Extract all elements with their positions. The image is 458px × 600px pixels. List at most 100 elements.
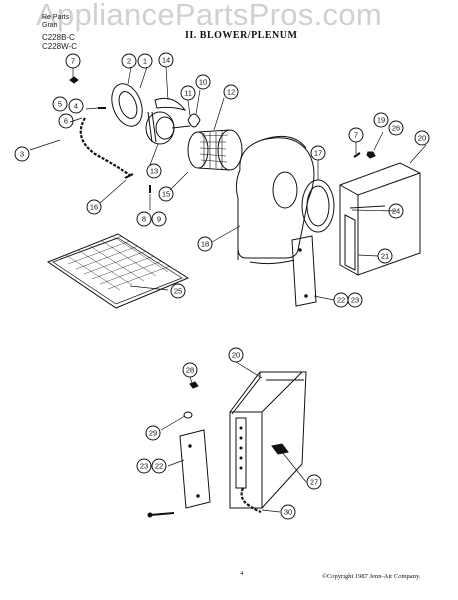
leader-lines [29,66,427,513]
callout-bubble [228,347,244,363]
power-cord-part [79,117,132,177]
callout-bubble [68,98,84,114]
callout-number: 25 [174,287,182,296]
callout-bubble [348,127,364,143]
callout-bubble [146,163,162,179]
callout-bubble [223,84,239,100]
copyright-notice: ©Copyright 1987 Jenn-Air Company. [322,573,421,580]
callout-number: 2 [127,57,131,66]
callout-bubble [195,74,211,90]
screw-part [353,152,361,158]
callout-number: 10 [199,78,207,87]
callout-bubble [86,199,102,215]
callout-number: 15 [162,190,170,199]
callout-number: 20 [232,351,240,360]
inlet-ring-part [111,83,143,127]
callout-number: 9 [157,215,161,224]
callout-bubble [158,186,174,202]
callout-number: 26 [392,124,400,133]
cover-plate-part [179,429,211,509]
callout-number: 22 [155,462,163,471]
header-line: Re Parts [42,14,70,21]
blower-wheel-part [187,129,243,171]
washer-part [183,411,193,419]
callout-number: 14 [162,56,170,65]
screw-part [149,512,175,516]
callout-number: 8 [142,215,146,224]
callout-number: 29 [149,429,157,438]
callout-number: 18 [201,240,209,249]
callout-number: 27 [310,478,318,487]
callout-bubble [137,53,153,69]
cover-plate-part [291,235,317,307]
callout-bubble [377,248,393,264]
callout-number: 23 [351,296,359,305]
callout-bubble [151,458,167,474]
callout-number: 7 [71,57,75,66]
callout-number: 23 [140,462,148,471]
nut-part [366,151,376,159]
callout-bubble [388,120,404,136]
callout-bubble [145,425,161,441]
callout-bubble [65,53,81,69]
callout-bubble [170,283,186,299]
screw-part [69,76,79,84]
blower-housing-part [235,135,315,265]
callout-number: 24 [392,207,400,216]
callout-number: 11 [184,89,192,98]
callout-bubble [180,85,196,101]
callout-number: 22 [337,296,345,305]
callout-bubble [14,146,30,162]
callout-bubble [182,362,198,378]
header-line: Gran [42,22,58,29]
callout-numbers: 7 2 1 14 10 11 12 5 4 6 3 13 16 15 8 9 7… [20,56,426,517]
callout-number: 19 [377,116,385,125]
callout-number: 5 [58,100,62,109]
plenum-part [339,162,421,276]
callout-number: 7 [354,131,358,140]
callout-bubble [197,236,213,252]
callout-bubble [151,211,167,227]
callout-number: 17 [314,149,322,158]
callout-number: 12 [227,88,235,97]
callout-bubble [280,504,296,520]
callout-bubble [310,145,326,161]
screw-part [147,512,153,518]
callout-bubble [388,203,404,219]
callout-bubble [414,130,430,146]
callout-number: 20 [418,134,426,143]
callout-bubbles [14,52,430,520]
callout-bubble [136,211,152,227]
callout-number: 30 [284,508,292,517]
clamp-part [187,113,201,128]
callout-number: 21 [381,252,389,261]
nut-part [189,381,199,389]
bracket-part [154,97,187,111]
diagram-title: II. BLOWER/PLENUM [185,30,298,41]
callout-number: 16 [90,203,98,212]
model-number: C228B-C [42,33,75,42]
motor-part [145,111,191,145]
callout-number: 4 [74,102,78,111]
screw-part [124,173,134,179]
callout-number: 28 [186,366,194,375]
plenum-part [229,371,307,509]
callout-number: 6 [64,117,68,126]
power-cord-part [240,487,262,514]
callout-number: 3 [20,150,24,159]
callout-bubble [52,96,68,112]
callout-bubble [373,112,389,128]
gasket-part [301,179,335,233]
callout-number: 1 [143,57,147,66]
callout-bubble [136,458,152,474]
grease-filter-part [46,233,190,309]
callout-bubble [158,52,174,68]
callout-bubble [347,292,363,308]
page-number: 4 [240,570,244,577]
callout-bubble [121,53,137,69]
callout-bubble [306,474,322,490]
callout-number: 13 [150,167,158,176]
callout-bubble [58,113,74,129]
